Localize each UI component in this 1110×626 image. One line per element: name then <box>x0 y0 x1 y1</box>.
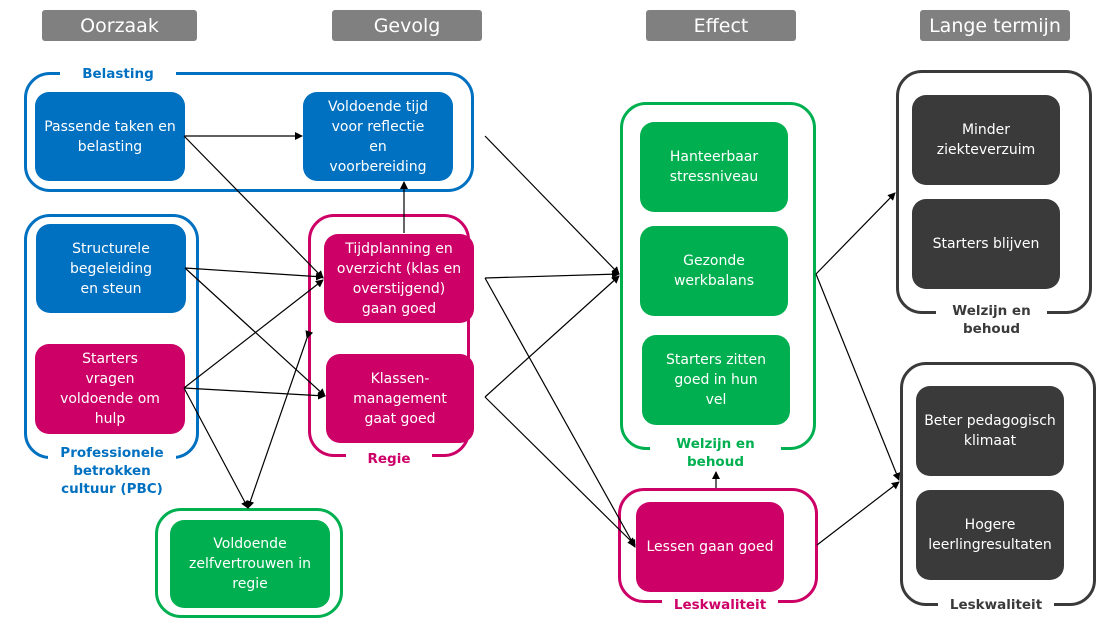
group-label-regie: Regie <box>346 450 432 468</box>
node-starters-hulp[interactable]: Starters vragen voldoende om hulp <box>35 344 185 434</box>
arrow-tijdplanning-to-welzijn <box>484 270 620 279</box>
arrow-klassen-to-lessen <box>484 396 636 546</box>
node-tijdplanning[interactable]: Tijdplanning en overzicht (klas en overs… <box>324 234 474 323</box>
arrow-structurele-to-klassen <box>184 267 326 397</box>
arrow-welzijn-to-lang-leskwaliteit <box>815 273 901 481</box>
group-zelfvertrouwen <box>155 508 343 618</box>
header-oorzaak: Oorzaak <box>42 10 197 41</box>
node-lessen-gaan-goed[interactable]: Lessen gaan goed <box>636 502 784 592</box>
node-stressniveau[interactable]: Hanteerbaar stressniveau <box>640 122 788 212</box>
group-label-welzijn-lang: Welzijn en behoud <box>936 302 1047 338</box>
arrow-hulp-to-klassen <box>183 387 326 400</box>
node-pedagogisch-klimaat[interactable]: Beter pedagogisch klimaat <box>916 386 1064 476</box>
header-effect: Effect <box>646 10 796 41</box>
header-lange-termijn: Lange termijn <box>920 10 1070 41</box>
node-passende-taken[interactable]: Passende taken en belasting <box>35 92 185 181</box>
group-label-belasting: Belasting <box>60 65 176 83</box>
header-gevolg: Gevolg <box>332 10 482 41</box>
arrow-structurele-to-tijdplanning <box>184 267 324 281</box>
arrow-regie-to-zelfvertrouwen <box>246 330 314 509</box>
node-starters-blijven[interactable]: Starters blijven <box>912 199 1060 289</box>
arrow-welzijn-to-lang-welzijn <box>815 192 896 275</box>
arrow-hulp-to-tijdplanning <box>183 279 324 389</box>
node-minder-ziekteverzuim[interactable]: Minder ziekteverzuim <box>912 95 1060 185</box>
node-structurele-begeleiding[interactable]: Structurele begeleiding en steun <box>36 224 186 313</box>
group-label-leskwaliteit-lang: Leskwaliteit <box>938 596 1054 614</box>
group-label-pbc: Professionele betrokken cultuur (PBC) <box>48 444 176 498</box>
node-klassenmanagement[interactable]: Klassen-management gaat goed <box>326 354 474 443</box>
node-leerlingresultaten[interactable]: Hogere leerlingresultaten <box>916 490 1064 580</box>
node-goed-in-vel[interactable]: Starters zitten goed in hun vel <box>642 335 790 425</box>
node-werkbalans[interactable]: Gezonde werkbalans <box>640 226 788 316</box>
group-label-welzijn-effect: Welzijn en behoud <box>650 435 781 471</box>
node-voldoende-tijd[interactable]: Voldoende tijd voor reflectie en voorber… <box>303 92 453 181</box>
node-zelfvertrouwen[interactable]: Voldoende zelfvertrouwen in regie <box>170 520 330 608</box>
arrow-tijd-to-welzijn <box>484 135 620 275</box>
arrow-klassen-to-welzijn <box>484 275 620 398</box>
arrow-tijdplanning-to-lessen <box>484 277 636 548</box>
arrow-lessen-to-lang-leskwaliteit <box>816 481 900 546</box>
group-label-leskwaliteit-effect: Leskwaliteit <box>662 596 778 614</box>
